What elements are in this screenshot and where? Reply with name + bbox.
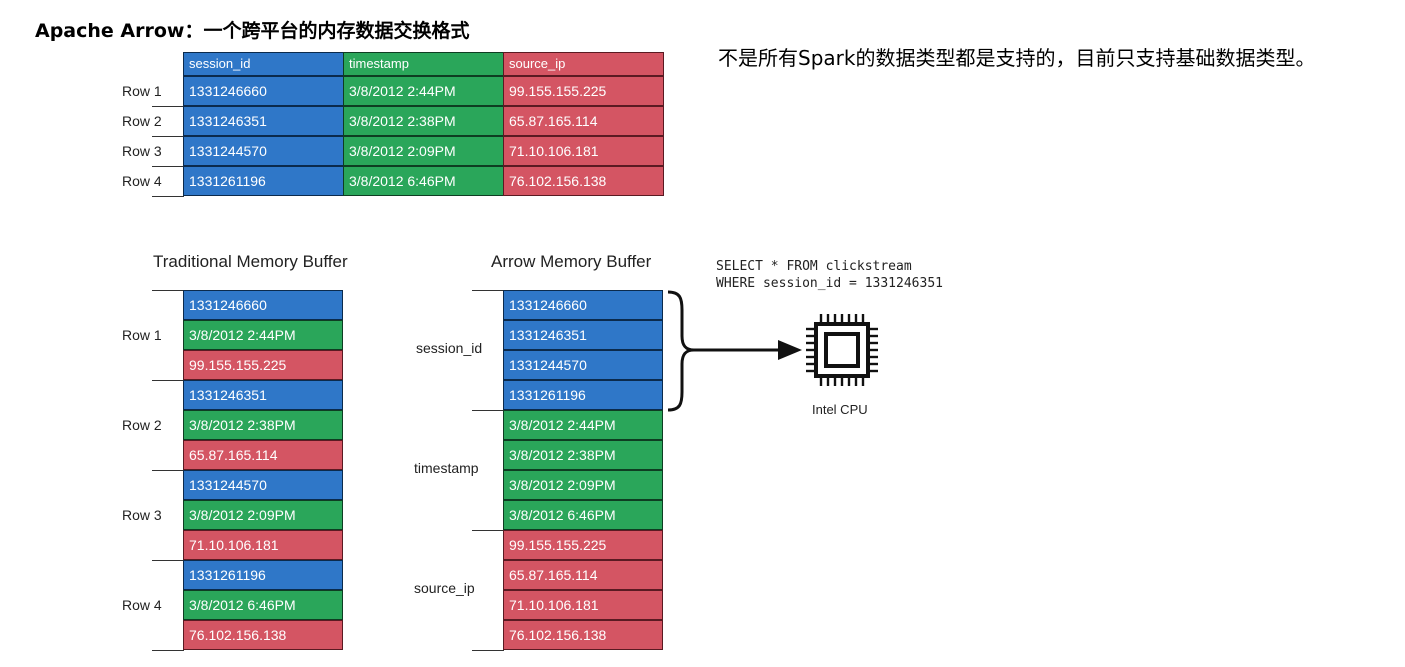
arrow-head bbox=[778, 340, 802, 360]
traditional-cell: 1331246351 bbox=[183, 380, 343, 410]
group-separator bbox=[472, 530, 504, 531]
table-row-separator bbox=[152, 106, 184, 107]
cpu-chip-icon bbox=[806, 314, 878, 386]
table-row-separator bbox=[152, 196, 184, 197]
traditional-cell: 3/8/2012 6:46PM bbox=[183, 590, 343, 620]
traditional-cell: 99.155.155.225 bbox=[183, 350, 343, 380]
arrow-cell: 1331261196 bbox=[503, 380, 663, 410]
arrow-cell: 3/8/2012 2:44PM bbox=[503, 410, 663, 440]
table-cell: 65.87.165.114 bbox=[503, 106, 664, 136]
table-cell: 3/8/2012 2:44PM bbox=[343, 76, 504, 106]
group-separator bbox=[152, 650, 184, 651]
table-cell: 99.155.155.225 bbox=[503, 76, 664, 106]
traditional-row-label: Row 1 bbox=[122, 327, 162, 343]
traditional-row-label: Row 4 bbox=[122, 597, 162, 613]
table-cell: 1331246351 bbox=[183, 106, 344, 136]
arrow-cell: 99.155.155.225 bbox=[503, 530, 663, 560]
group-separator bbox=[472, 290, 504, 291]
traditional-cell: 3/8/2012 2:44PM bbox=[183, 320, 343, 350]
table-row-separator bbox=[152, 166, 184, 167]
arrow-cell: 1331246351 bbox=[503, 320, 663, 350]
table-header-source-ip: source_ip bbox=[503, 52, 664, 76]
traditional-cell: 1331261196 bbox=[183, 560, 343, 590]
arrow-cell: 71.10.106.181 bbox=[503, 590, 663, 620]
traditional-cell: 71.10.106.181 bbox=[183, 530, 343, 560]
group-separator bbox=[472, 410, 504, 411]
traditional-cell: 3/8/2012 2:38PM bbox=[183, 410, 343, 440]
arrow-column-label: source_ip bbox=[414, 580, 475, 596]
arrow-cell: 3/8/2012 2:38PM bbox=[503, 440, 663, 470]
sql-query-line-1: SELECT * FROM clickstream bbox=[716, 259, 912, 274]
arrow-cell: 76.102.156.138 bbox=[503, 620, 663, 650]
table-cell: 3/8/2012 6:46PM bbox=[343, 166, 504, 196]
table-cell: 1331246660 bbox=[183, 76, 344, 106]
traditional-cell: 1331244570 bbox=[183, 470, 343, 500]
brace-arrow-connector bbox=[667, 290, 802, 412]
arrow-cell: 1331244570 bbox=[503, 350, 663, 380]
table-row-label: Row 2 bbox=[122, 113, 162, 129]
page-title: Apache Arrow：一个跨平台的内存数据交换格式 bbox=[35, 20, 470, 42]
arrow-column-label: timestamp bbox=[414, 460, 479, 476]
group-separator bbox=[472, 650, 504, 651]
arrow-cell: 1331246660 bbox=[503, 290, 663, 320]
table-cell: 71.10.106.181 bbox=[503, 136, 664, 166]
group-separator bbox=[152, 470, 184, 471]
sql-query-line-2: WHERE session_id = 1331246351 bbox=[716, 276, 943, 291]
table-cell: 76.102.156.138 bbox=[503, 166, 664, 196]
arrow-cell: 3/8/2012 6:46PM bbox=[503, 500, 663, 530]
arrow-buffer-title: Arrow Memory Buffer bbox=[491, 252, 652, 271]
table-row-label: Row 3 bbox=[122, 143, 162, 159]
cpu-label: Intel CPU bbox=[812, 402, 868, 417]
table-row-separator bbox=[152, 136, 184, 137]
table-cell: 1331244570 bbox=[183, 136, 344, 166]
table-cell: 1331261196 bbox=[183, 166, 344, 196]
traditional-cell: 76.102.156.138 bbox=[183, 620, 343, 650]
table-cell: 3/8/2012 2:09PM bbox=[343, 136, 504, 166]
traditional-cell: 65.87.165.114 bbox=[183, 440, 343, 470]
traditional-cell: 1331246660 bbox=[183, 290, 343, 320]
table-row-label: Row 1 bbox=[122, 83, 162, 99]
arrow-column-label: session_id bbox=[416, 340, 483, 356]
group-separator bbox=[152, 380, 184, 381]
traditional-buffer-title: Traditional Memory Buffer bbox=[153, 252, 348, 271]
traditional-row-label: Row 3 bbox=[122, 507, 162, 523]
traditional-cell: 3/8/2012 2:09PM bbox=[183, 500, 343, 530]
table-row-label: Row 4 bbox=[122, 173, 162, 189]
sql-query: SELECT * FROM clickstream WHERE session_… bbox=[716, 258, 943, 292]
arrow-cell: 3/8/2012 2:09PM bbox=[503, 470, 663, 500]
table-header-session-id: session_id bbox=[183, 52, 344, 76]
traditional-row-label: Row 2 bbox=[122, 417, 162, 433]
table-cell: 3/8/2012 2:38PM bbox=[343, 106, 504, 136]
group-separator bbox=[152, 290, 184, 291]
group-separator bbox=[152, 560, 184, 561]
curly-brace bbox=[667, 290, 695, 412]
table-header-timestamp: timestamp bbox=[343, 52, 504, 76]
arrow-cell: 65.87.165.114 bbox=[503, 560, 663, 590]
support-note: 不是所有Spark的数据类型都是支持的，目前只支持基础数据类型。 bbox=[718, 46, 1316, 70]
